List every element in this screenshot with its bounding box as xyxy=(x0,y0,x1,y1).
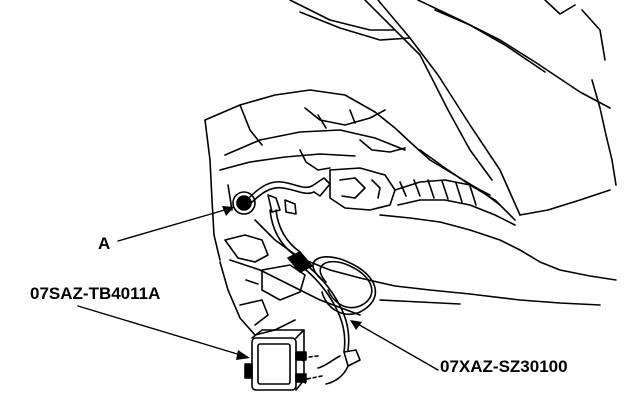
trim-structure xyxy=(204,89,516,261)
control-module-box xyxy=(244,329,307,391)
leader-harness xyxy=(355,322,439,371)
callout-a-label: A xyxy=(98,234,111,253)
callout-harness-part-number: 07XAZ-SZ30100 xyxy=(440,357,568,376)
arrowhead-a xyxy=(222,206,234,216)
leader-arrowheads xyxy=(222,206,362,360)
antenna-harness xyxy=(287,251,377,385)
arrowhead-harness xyxy=(350,320,362,330)
leader-lines xyxy=(77,208,439,371)
arrowhead-module xyxy=(236,350,250,360)
console-region xyxy=(329,167,521,251)
harness-cable xyxy=(243,177,331,257)
body-panel-lines xyxy=(289,0,617,216)
floor-panel xyxy=(219,219,617,336)
leader-a xyxy=(117,208,229,242)
leader-module xyxy=(77,305,245,357)
callout-module-part-number: 07SAZ-TB4011A xyxy=(30,284,161,303)
